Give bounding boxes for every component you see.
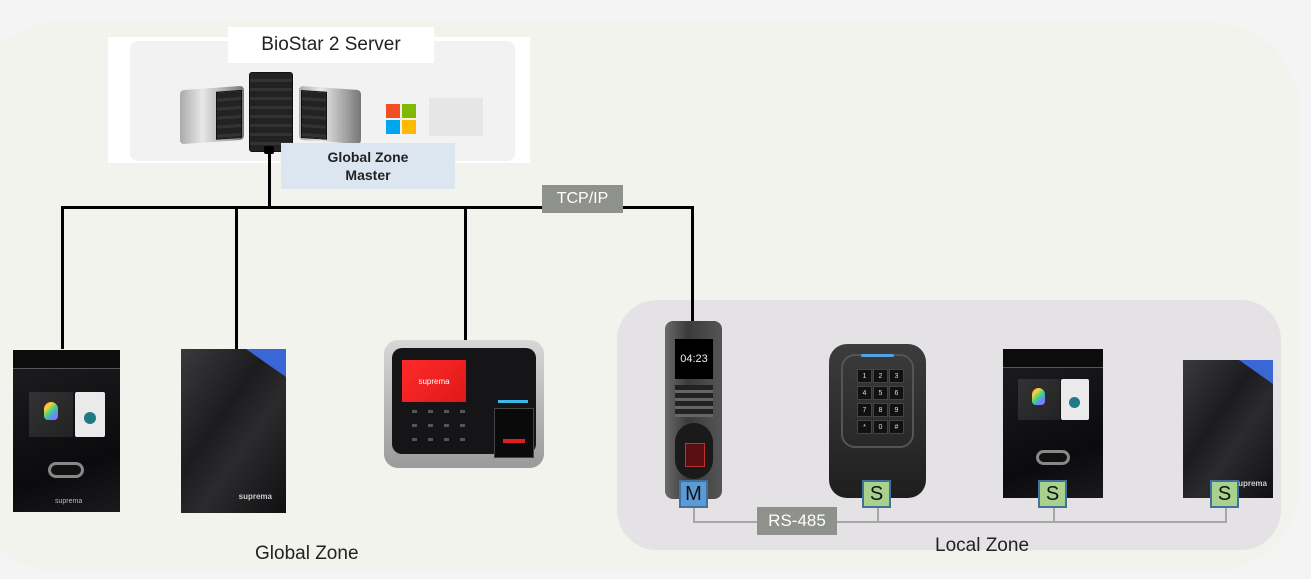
placeholder-image: [429, 98, 483, 136]
key: [428, 438, 433, 441]
rs485-drop-m: [693, 508, 695, 522]
global-zone-master-label: Global Zone Master: [281, 143, 455, 189]
tcp-bus-wire: [62, 206, 694, 209]
device-face: suprema: [392, 348, 536, 458]
rs485-drop-s1: [877, 508, 879, 522]
keypad-key: *: [857, 420, 872, 434]
call-icon: [84, 412, 96, 424]
keypad-area: [675, 385, 713, 417]
rf-reader-device: suprema: [181, 349, 286, 513]
keypad-key: 5: [873, 386, 888, 400]
device-lcd-screen: suprema: [402, 360, 466, 402]
keypad-key: 2: [873, 369, 888, 383]
local-zone-area: [617, 300, 1281, 550]
keypad-key: 8: [873, 403, 888, 417]
keypad-key: 6: [889, 386, 904, 400]
server-title: BioStar 2 Server: [228, 27, 434, 63]
fingerprint-sensor-icon: [494, 408, 534, 458]
face-terminal-device: suprema: [13, 350, 120, 512]
keypad-key: 1: [857, 369, 872, 383]
local-zone-label: Local Zone: [935, 535, 1030, 556]
face-terminal-device: [1003, 349, 1103, 498]
keypad: [841, 354, 914, 448]
device-face-screen: [1018, 379, 1060, 420]
brand-logo: suprema: [55, 498, 83, 505]
server-tower-center: [249, 72, 293, 152]
server-tower-right: [299, 85, 361, 145]
drop-wire-4: [691, 206, 694, 322]
windows-logo-icon: [386, 104, 416, 134]
key: [428, 410, 433, 413]
status-led: [498, 400, 528, 403]
device-touch-screen: [1061, 379, 1089, 420]
rs485-label: RS-485: [757, 507, 837, 535]
device-top-band: [1003, 349, 1103, 368]
status-led-corner: [1239, 360, 1273, 384]
face-icon: [44, 402, 58, 420]
rs485-drop-s2: [1053, 508, 1055, 522]
master-badge: M: [679, 480, 708, 508]
fingerprint-sensor-icon: [675, 423, 713, 479]
device-face-screen: [29, 392, 73, 437]
key: [412, 410, 417, 413]
status-led-corner: [246, 349, 286, 377]
rs485-drop-s3: [1225, 508, 1227, 522]
brand-logo: suprema: [238, 492, 272, 501]
key: [444, 410, 449, 413]
keypad-key: 4: [857, 386, 872, 400]
key: [444, 438, 449, 441]
keypad-reader-device: 1 2 3 4 5 6 7 8 9 * 0 #: [829, 344, 926, 498]
drop-wire-2: [235, 206, 238, 349]
key: [412, 424, 417, 427]
device-top-band: [13, 350, 120, 369]
rs485-bus-wire: [693, 521, 1227, 523]
slave-badge: S: [1038, 480, 1067, 508]
device-touch-screen: [75, 392, 105, 437]
server-front-panel: [216, 89, 242, 140]
key: [444, 424, 449, 427]
face-icon: [1032, 388, 1045, 405]
key: [412, 438, 417, 441]
global-zone-label: Global Zone: [255, 543, 359, 564]
keypad-key: 3: [889, 369, 904, 383]
server-connector: [264, 146, 274, 154]
key: [460, 424, 465, 427]
drop-wire-3: [464, 206, 467, 341]
key: [428, 424, 433, 427]
fingerprint-terminal-device: suprema: [384, 340, 544, 468]
camera-icon: [48, 462, 84, 478]
keypad-key: 9: [889, 403, 904, 417]
key: [460, 410, 465, 413]
tcp-ip-label: TCP/IP: [542, 185, 623, 213]
rf-reader-device: suprema: [1183, 360, 1273, 498]
key: [460, 438, 465, 441]
keypad-key: 7: [857, 403, 872, 417]
device-clock-screen: 04:23: [675, 339, 713, 379]
call-icon: [1069, 397, 1080, 408]
server-front-panel: [301, 89, 327, 140]
keypad-key: 0: [873, 420, 888, 434]
server-tower-left: [180, 85, 244, 145]
drop-wire-1: [61, 206, 64, 349]
brand-logo: suprema: [1233, 479, 1267, 488]
slave-badge: S: [862, 480, 891, 508]
slim-terminal-device: 04:23: [665, 321, 722, 499]
camera-icon: [1036, 450, 1070, 465]
keypad-key: #: [889, 420, 904, 434]
server-uplink-wire: [268, 150, 271, 208]
slave-badge: S: [1210, 480, 1239, 508]
